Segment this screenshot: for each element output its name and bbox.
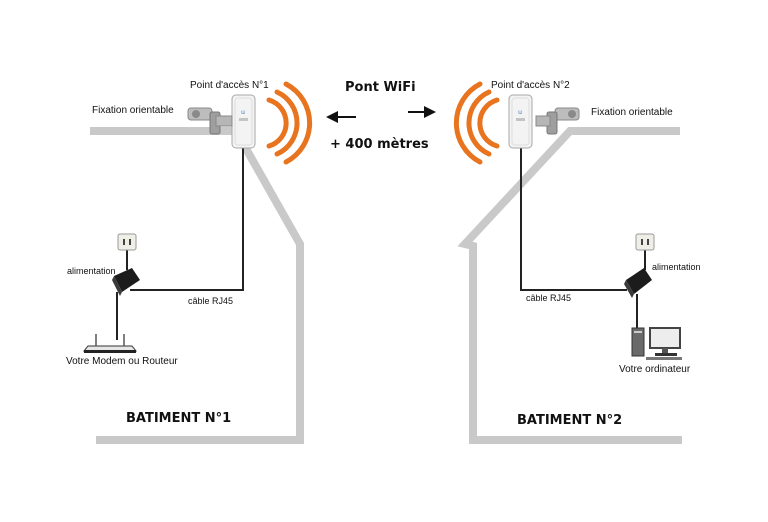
mount-1-label: Fixation orientable [92,105,174,116]
poe-injector-2-icon [624,268,652,298]
wifi-waves-2-icon [453,81,500,165]
modem-router-icon [82,334,138,353]
access-point-1-label: Point d'accès N°1 [190,80,269,91]
mount-1-icon [187,107,233,135]
building-1-outline [90,127,304,444]
arrow-right-icon [408,106,436,118]
svg-text:u: u [518,109,522,116]
svg-text:u: u [241,109,245,116]
computer-icon [631,327,682,360]
building-1-name: BATIMENT N°1 [126,411,232,426]
access-point-2-icon: u [508,94,533,149]
device-2-label: Votre ordinateur [619,364,691,375]
cable-rj45-2 [520,148,646,332]
access-point-1-icon: u [231,94,256,149]
building-2-name: BATIMENT N°2 [517,413,623,428]
bridge-title: Pont WiFi [345,80,416,95]
building-2-outline [457,127,682,444]
wifi-waves-1-icon [266,81,313,165]
mount-2-icon [535,107,580,135]
arrow-left-icon [326,111,356,123]
power-outlet-2-icon [635,233,655,251]
cable-2-label: câble RJ45 [526,293,572,303]
power-1-label: alimentation [67,266,116,276]
power-2-label: alimentation [652,262,701,272]
cable-rj45-1 [116,148,244,340]
mount-2-label: Fixation orientable [591,107,673,118]
bridge-distance: + 400 mètres [330,137,429,152]
access-point-2-label: Point d'accès N°2 [491,80,570,91]
poe-injector-1-icon [112,268,140,296]
cable-1-label: câble RJ45 [188,296,234,306]
device-1-label: Votre Modem ou Routeur [66,356,178,367]
power-outlet-1-icon [117,233,137,251]
